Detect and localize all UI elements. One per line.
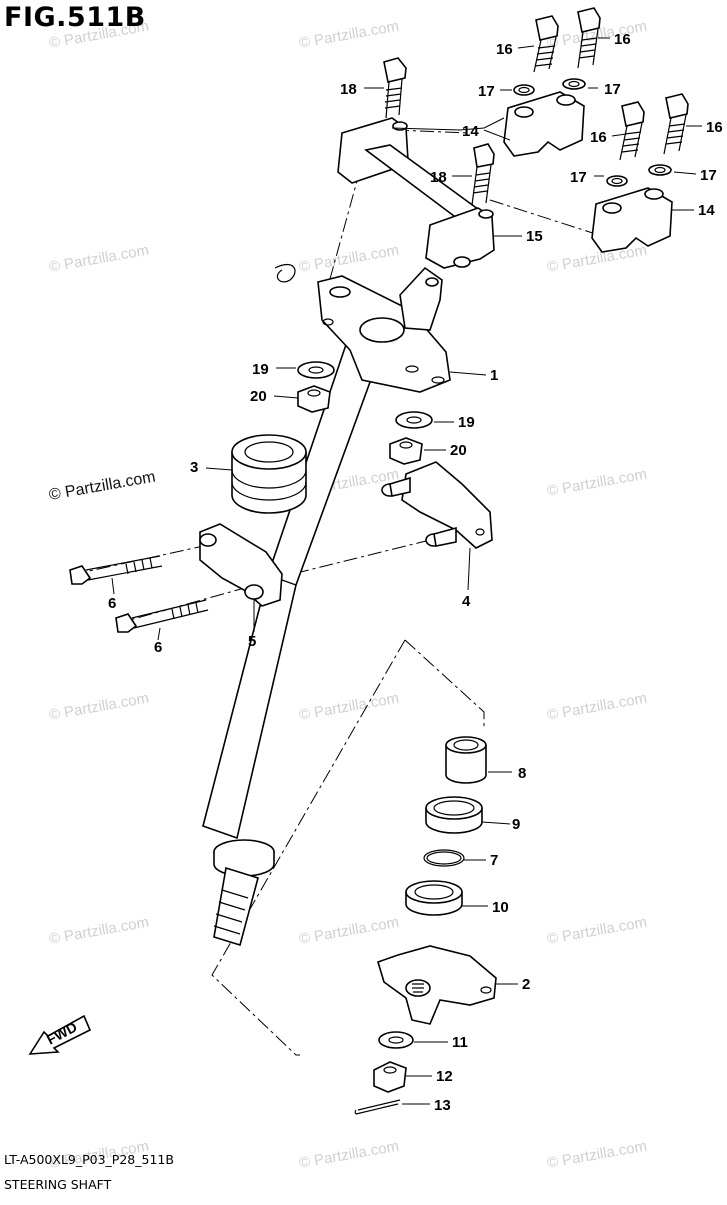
callout-15: 15 [526,228,543,245]
callout-1: 1 [490,367,498,384]
figure-name: STEERING SHAFT [4,1177,112,1192]
watermark: © Partzilla.com [546,914,648,948]
steering-bracket-1 [274,263,451,393]
watermark: © Partzilla.com [48,242,150,276]
callout-8: 8 [518,765,526,782]
figure-code: LT-A500XL9_P03_P28_511B [4,1152,174,1167]
watermark: © Partzilla.com [546,1138,648,1172]
callout-6: 6 [108,595,116,612]
callout-16: 16 [590,129,607,146]
callout-11: 11 [452,1034,468,1051]
callout-14: 14 [462,123,479,140]
watermark: © Partzilla.com [48,914,150,948]
callout-3: 3 [190,459,198,476]
callout-14: 14 [698,202,715,219]
handlebar-clamp-14-upper [503,7,601,157]
leader-lines [111,37,702,1105]
watermark: © Partzilla.com [298,242,400,276]
figure-title: FIG.511B [4,2,146,33]
callout-19: 19 [458,414,475,431]
watermark: © Partzilla.com [546,466,648,500]
callout-16: 16 [496,41,513,58]
bolts-6 [69,555,209,633]
callout-4: 4 [462,593,471,610]
callout-7: 7 [490,852,498,869]
callout-16: 16 [614,31,631,48]
callout-19: 19 [252,361,269,378]
callout-labels: 16 16 18 17 17 14 16 16 18 17 17 15 14 1… [108,31,723,1114]
watermark-featured: © Partzilla.com [48,468,157,503]
callout-2: 2 [522,976,530,993]
callout-17: 17 [478,83,495,100]
callout-12: 12 [436,1068,453,1085]
watermark: © Partzilla.com [546,690,648,724]
callout-16: 16 [706,119,723,136]
handlebar-holder-assembly-15 [337,57,495,269]
watermark: © Partzilla.com [298,18,400,52]
steering-shaft [202,316,391,947]
callout-18: 18 [430,169,447,186]
watermark-layer: © Partzilla.com © Partzilla.com © Partzi… [48,18,648,1172]
callout-13: 13 [434,1097,451,1114]
watermark: © Partzilla.com [48,690,150,724]
callout-17: 17 [604,81,621,98]
steering-arm-2 [377,945,497,1025]
callout-20: 20 [450,442,467,459]
callout-9: 9 [512,816,520,833]
shaft-holder-4 [381,461,493,549]
watermark: © Partzilla.com [298,690,400,724]
watermark: © Partzilla.com [298,914,400,948]
shaft-holder-5 [199,523,283,607]
callout-5: 5 [248,633,256,650]
fwd-direction-arrow: FWD [28,1014,92,1055]
bearing-3 [231,434,307,514]
callout-17: 17 [570,169,587,186]
callout-10: 10 [492,899,509,916]
callout-20: 20 [250,388,267,405]
lower-bushing-and-seals [405,736,487,916]
washers-and-nuts-19-20 [297,361,433,465]
callout-17: 17 [700,167,717,184]
watermark: © Partzilla.com [298,1138,400,1172]
handlebar-clamp-14-lower [591,93,689,253]
washer-nut-pin-11-12-13 [354,1031,414,1115]
callout-18: 18 [340,81,357,98]
callout-6: 6 [154,639,162,656]
watermark: © Partzilla.com [546,242,648,276]
